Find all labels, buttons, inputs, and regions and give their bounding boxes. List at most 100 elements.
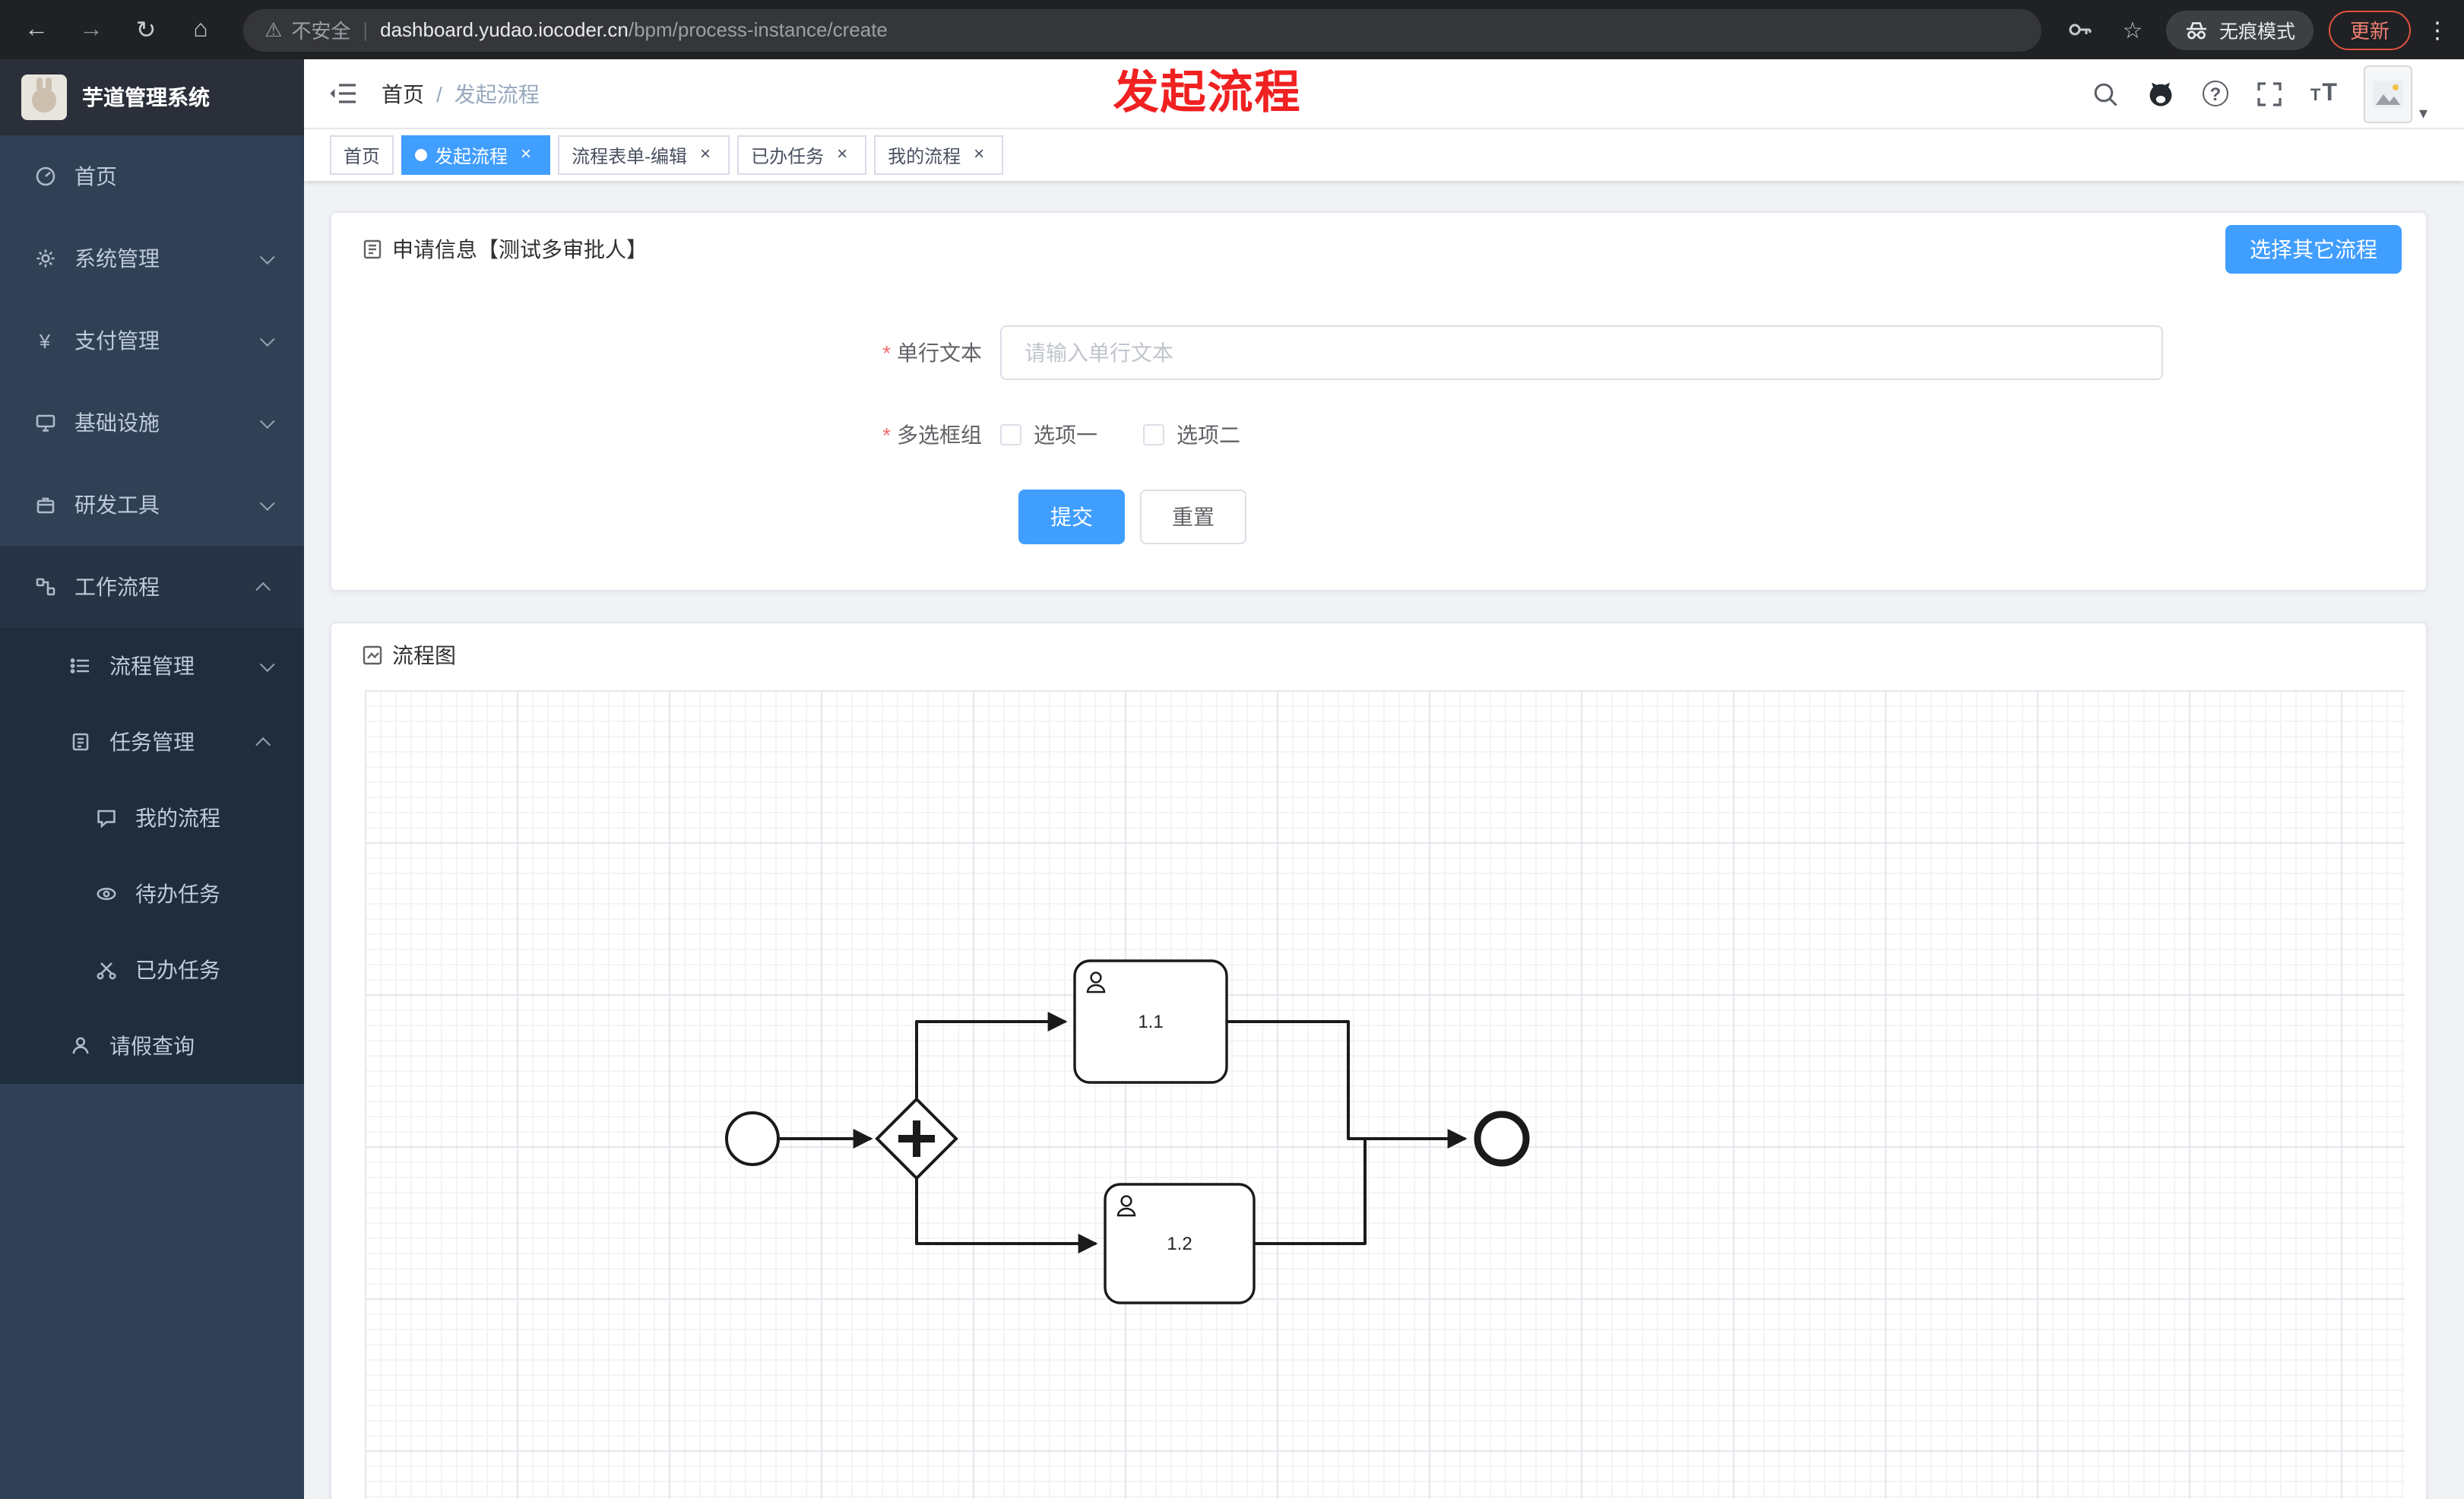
sidebar-item-label: 工作流程 <box>74 575 160 599</box>
browser-toolbar-right: ☆ 无痕模式 更新 ⋮ <box>2063 10 2449 49</box>
user-task-icon <box>1116 1195 1136 1217</box>
browser-update-button[interactable]: 更新 <box>2328 10 2411 49</box>
sidebar-item-workflow[interactable]: 工作流程 <box>0 546 304 628</box>
chevron-down-icon <box>259 413 275 429</box>
browser-toolbar: ← → ↻ ⌂ ⚠ 不安全 | dashboard.yudao.iocoder.… <box>0 0 2464 59</box>
close-icon[interactable]: × <box>521 143 532 164</box>
bpmn-end-event[interactable] <box>1474 1111 1530 1167</box>
bookmark-star-icon[interactable]: ☆ <box>2114 11 2151 48</box>
sidebar-item-process-management[interactable]: 流程管理 <box>0 628 304 704</box>
user-avatar-menu[interactable]: ▾ <box>2364 65 2428 122</box>
submit-button[interactable]: 提交 <box>1018 490 1125 544</box>
tab-home[interactable]: 首页 <box>330 135 394 175</box>
field-label-text: 单行文本 <box>897 341 982 365</box>
toolbox-icon <box>33 494 56 515</box>
breadcrumb-home[interactable]: 首页 <box>382 81 424 106</box>
form-actions: 提交 重置 <box>1018 490 2426 544</box>
reload-icon: ↻ <box>135 17 157 43</box>
sidebar-item-infrastructure[interactable]: 基础设施 <box>0 382 304 464</box>
reset-button[interactable]: 重置 <box>1140 490 1246 544</box>
sidebar-item-home[interactable]: 首页 <box>0 135 304 217</box>
navbar-right: ? ▾ <box>2092 65 2428 122</box>
sidebar-item-system[interactable]: 系统管理 <box>0 217 304 299</box>
incognito-icon <box>2186 21 2206 39</box>
chevron-down-icon <box>259 249 275 265</box>
font-size-icon[interactable] <box>2310 80 2337 107</box>
close-icon[interactable]: × <box>974 143 985 164</box>
caret-down-icon: ▾ <box>2418 104 2428 122</box>
user-task-icon <box>1086 971 1106 994</box>
tags-view-bar: 首页 发起流程 × 流程表单-编辑 × 已办任务 × 我的流程 × <box>304 129 2464 181</box>
site-security-indicator[interactable]: ⚠ 不安全 <box>264 15 350 44</box>
bpmn-user-task-1-1[interactable]: 1.1 <box>1073 959 1228 1084</box>
workflow-icon <box>33 576 56 597</box>
required-mark: * <box>882 423 891 447</box>
breadcrumb: 首页 / 发起流程 <box>382 78 540 109</box>
browser-forward-button[interactable]: → <box>70 8 112 51</box>
sidebar-collapse-button[interactable] <box>328 81 357 106</box>
select-other-process-button[interactable]: 选择其它流程 <box>2225 225 2402 274</box>
required-mark: * <box>882 341 891 365</box>
sidebar-item-label: 请假查询 <box>109 1034 195 1058</box>
github-icon[interactable] <box>2146 80 2175 107</box>
sidebar-item-pending-tasks[interactable]: 待办任务 <box>0 856 304 932</box>
star-glyph: ☆ <box>2122 17 2143 43</box>
tab-done-tasks[interactable]: 已办任务 × <box>737 135 867 175</box>
breadcrumb-current: 发起流程 <box>454 81 540 106</box>
bpmn-diagram: 1.1 1.2 <box>725 959 1530 1304</box>
main-area: 首页 / 发起流程 ? <box>304 59 2464 1499</box>
task-label: 1.2 <box>1167 1234 1192 1254</box>
help-icon[interactable]: ? <box>2202 81 2228 106</box>
bpmn-canvas[interactable]: 1.1 1.2 <box>365 690 2405 1499</box>
browser-reload-button[interactable]: ↻ <box>125 8 167 51</box>
field-label-text: 多选框组 <box>897 423 982 447</box>
sidebar-item-label: 任务管理 <box>109 730 195 754</box>
tab-form-edit[interactable]: 流程表单-编辑 × <box>558 135 730 175</box>
sidebar-item-label: 流程管理 <box>109 654 195 678</box>
search-icon[interactable] <box>2092 80 2119 107</box>
checkbox-option-2[interactable]: 选项二 <box>1143 420 1240 450</box>
sidebar-item-task-management[interactable]: 任务管理 <box>0 704 304 780</box>
browser-menu-button[interactable]: ⋮ <box>2426 16 2449 43</box>
sidebar: 芋道管理系统 首页 系统管理 ¥ 支付管理 <box>0 59 304 1499</box>
browser-back-button[interactable]: ← <box>15 8 58 51</box>
sidebar-item-payment[interactable]: ¥ 支付管理 <box>0 299 304 382</box>
checkbox-option-1[interactable]: 选项一 <box>1000 420 1097 450</box>
bpmn-parallel-gateway[interactable] <box>875 1097 958 1181</box>
sidebar-item-my-processes[interactable]: 我的流程 <box>0 780 304 856</box>
checkbox-label: 选项二 <box>1177 423 1240 447</box>
dashboard-icon <box>33 166 56 187</box>
chevron-down-icon <box>259 495 275 511</box>
checkbox-group: 选项一 选项二 <box>1000 420 1240 450</box>
tab-start-process[interactable]: 发起流程 × <box>401 135 551 175</box>
sequence-flows <box>780 1012 1468 1253</box>
checkbox-icon[interactable] <box>1143 424 1164 445</box>
tab-my-processes[interactable]: 我的流程 × <box>874 135 1004 175</box>
url-path: /bpm/process-instance/create <box>628 18 888 41</box>
eye-icon <box>94 883 117 905</box>
chevron-down-icon <box>259 656 275 672</box>
checkbox-icon[interactable] <box>1000 424 1021 445</box>
sidebar-item-label: 研发工具 <box>74 493 160 517</box>
close-icon[interactable]: × <box>700 143 711 164</box>
form-card-title-text: 申请信息【测试多审批人】 <box>392 237 648 261</box>
single-line-text-input[interactable] <box>1000 325 2163 380</box>
address-bar[interactable]: ⚠ 不安全 | dashboard.yudao.iocoder.cn/bpm/p… <box>243 8 2041 51</box>
chat-bubble-icon <box>94 807 117 829</box>
scissors-icon <box>94 959 117 981</box>
sidebar-item-leave-query[interactable]: 请假查询 <box>0 1008 304 1084</box>
sidebar-item-label: 首页 <box>74 164 117 189</box>
fullscreen-icon[interactable] <box>2256 80 2283 107</box>
close-icon[interactable]: × <box>837 143 848 164</box>
chevron-up-icon <box>255 736 271 752</box>
sidebar-logo[interactable]: 芋道管理系统 <box>0 59 304 135</box>
bpmn-user-task-1-2[interactable]: 1.2 <box>1104 1183 1256 1304</box>
workflow-submenu: 流程管理 任务管理 我的流程 <box>0 628 304 1084</box>
gear-icon <box>33 248 56 269</box>
sidebar-item-devtools[interactable]: 研发工具 <box>0 464 304 546</box>
page-content: 申请信息【测试多审批人】 选择其它流程 *单行文本 *多选框组 <box>304 181 2464 1499</box>
key-icon[interactable] <box>2063 11 2099 48</box>
sidebar-item-done-tasks[interactable]: 已办任务 <box>0 932 304 1008</box>
bpmn-start-event[interactable] <box>725 1111 780 1166</box>
browser-home-button[interactable]: ⌂ <box>179 8 222 51</box>
